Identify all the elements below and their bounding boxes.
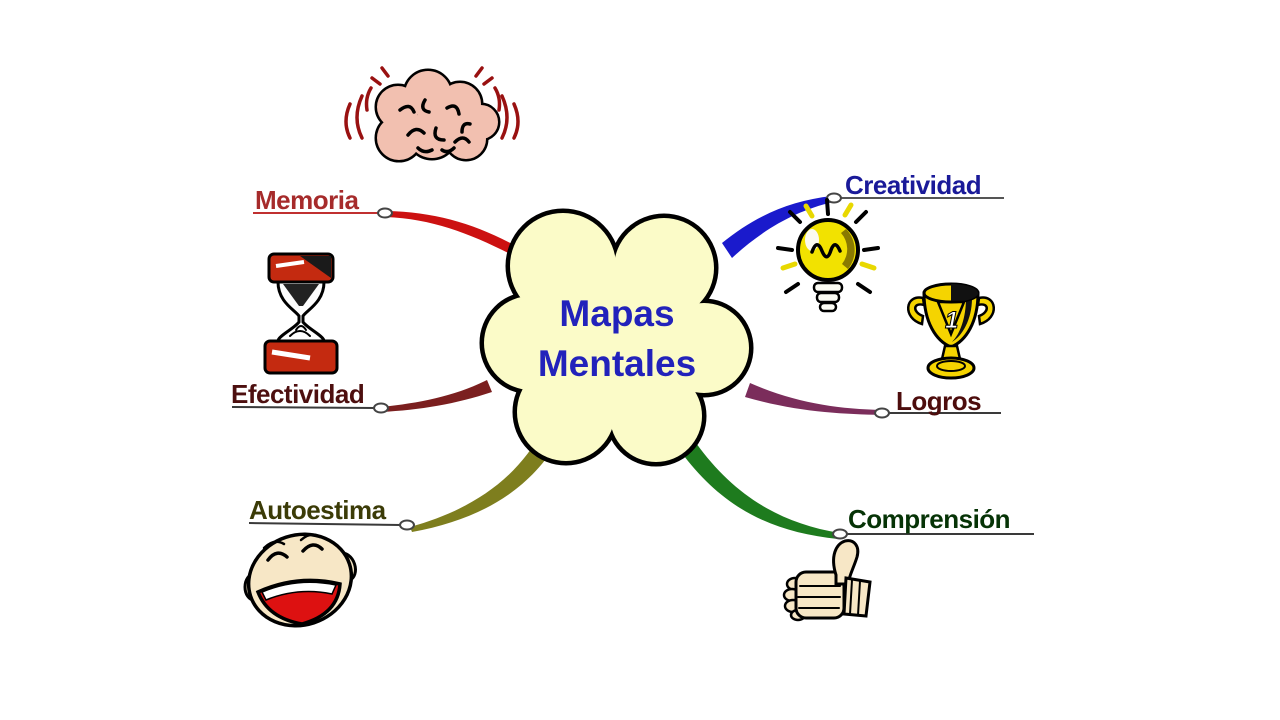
laughing-face-icon	[243, 532, 357, 628]
trophy-number: 1	[945, 307, 958, 334]
memoria-node	[377, 207, 393, 219]
branch-line-logros	[745, 383, 882, 415]
branch-line-efectividad	[381, 380, 492, 412]
hourglass-top-highlight	[275, 260, 305, 268]
bulb-rays-yellow	[780, 202, 877, 271]
bulb-screw-base	[812, 281, 844, 313]
branch-line-memoria	[386, 211, 524, 261]
central-topic-line1: Mapas	[559, 293, 675, 334]
trophy-emblem	[936, 300, 966, 338]
branch-line-creatividad	[722, 196, 833, 258]
branch-label-autoestima: Autoestima	[249, 495, 386, 525]
autoestima-underline	[248, 522, 402, 526]
brain-lobes-fill	[377, 71, 498, 160]
thumb-cuff-lines	[849, 579, 861, 616]
branch-label-creatividad: Creatividad	[845, 170, 982, 200]
label-underlines	[231, 197, 1034, 535]
central-topic-line2: Mentales	[537, 343, 697, 384]
bulb-shading	[841, 229, 855, 269]
branch-nodes	[373, 192, 890, 540]
central-topic: Mapas Mentales	[492, 289, 742, 389]
efectividad-underline	[231, 406, 376, 409]
hourglass-top-shadow	[300, 256, 331, 278]
face-teeth	[260, 581, 338, 601]
cloud-body	[484, 213, 749, 462]
hourglass-sand	[283, 284, 319, 306]
hourglass-icon	[263, 252, 339, 375]
comprension-node	[832, 528, 848, 540]
central-cloud	[479, 208, 754, 467]
creatividad-node	[826, 192, 842, 204]
trophy-rim-shading	[951, 284, 978, 302]
light-bulb-icon	[776, 198, 880, 313]
efectividad-node	[373, 402, 389, 414]
branch-label-efectividad: Efectividad	[231, 379, 365, 409]
logros-node	[874, 407, 890, 419]
thumb-finger-lines	[797, 585, 841, 609]
face-brows	[262, 533, 322, 550]
brain-folds	[398, 98, 472, 154]
trophy-right-handle	[976, 296, 995, 326]
branch-label-comprension: Comprensión	[848, 504, 1011, 534]
branch-line-comprension	[681, 443, 840, 539]
branch-label-logros: Logros	[896, 386, 982, 416]
trophy-cup-shading	[952, 298, 972, 342]
hourglass-bottom-highlight	[271, 349, 311, 361]
branch-label-memoria: Memoria	[255, 185, 359, 215]
thumb-cuff	[842, 576, 872, 618]
thumb-up-finger	[832, 539, 860, 586]
brain-icon	[344, 66, 520, 163]
trophy-left-handle	[907, 296, 926, 326]
hourglass-lower-detail	[289, 325, 311, 337]
trophy-base-detail	[936, 360, 966, 372]
autoestima-node	[399, 519, 415, 531]
trophy-icon: 1	[907, 282, 995, 380]
bulb-rays-black	[776, 198, 880, 294]
bulb-filament	[810, 243, 842, 259]
thumbs-up-icon	[782, 539, 872, 622]
face-eyes	[266, 543, 324, 562]
brain-vibration-marks	[344, 66, 520, 140]
